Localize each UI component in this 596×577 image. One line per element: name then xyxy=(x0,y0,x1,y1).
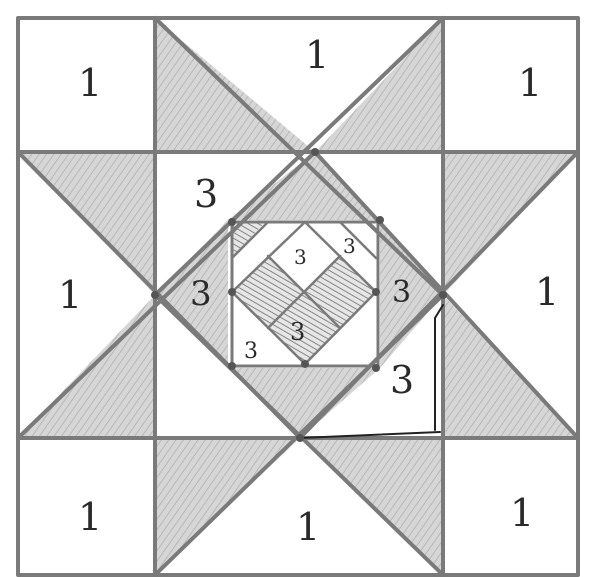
label-top-mid: 1 xyxy=(305,33,329,77)
dot xyxy=(228,288,236,296)
label-bottom-mid: 1 xyxy=(296,505,320,549)
label-left-mid: 1 xyxy=(58,273,82,317)
label-corner-br: 1 xyxy=(510,491,534,535)
label-ring-right: 3 xyxy=(392,275,411,310)
label-center-mid: 3 xyxy=(290,318,305,346)
label-right-mid: 1 xyxy=(535,270,559,314)
dot xyxy=(372,364,380,372)
dot xyxy=(311,148,319,156)
dot xyxy=(372,288,380,296)
label-corner-tr: 1 xyxy=(518,61,542,105)
dot xyxy=(228,218,236,226)
dot xyxy=(151,291,159,299)
label-ring-top-left: 3 xyxy=(194,172,218,216)
dot xyxy=(376,216,384,224)
label-corner-tl: 1 xyxy=(78,61,102,105)
dot xyxy=(439,291,447,299)
dot xyxy=(228,362,236,370)
label-center-top-right: 3 xyxy=(343,234,356,258)
label-center-top: 3 xyxy=(294,245,307,269)
label-corner-bl: 1 xyxy=(78,495,102,539)
dot xyxy=(301,360,309,368)
dot xyxy=(296,434,304,442)
label-center-bottom-left: 3 xyxy=(244,339,258,364)
label-ring-left: 3 xyxy=(190,274,212,314)
label-ring-bottom-right: 3 xyxy=(390,358,414,402)
